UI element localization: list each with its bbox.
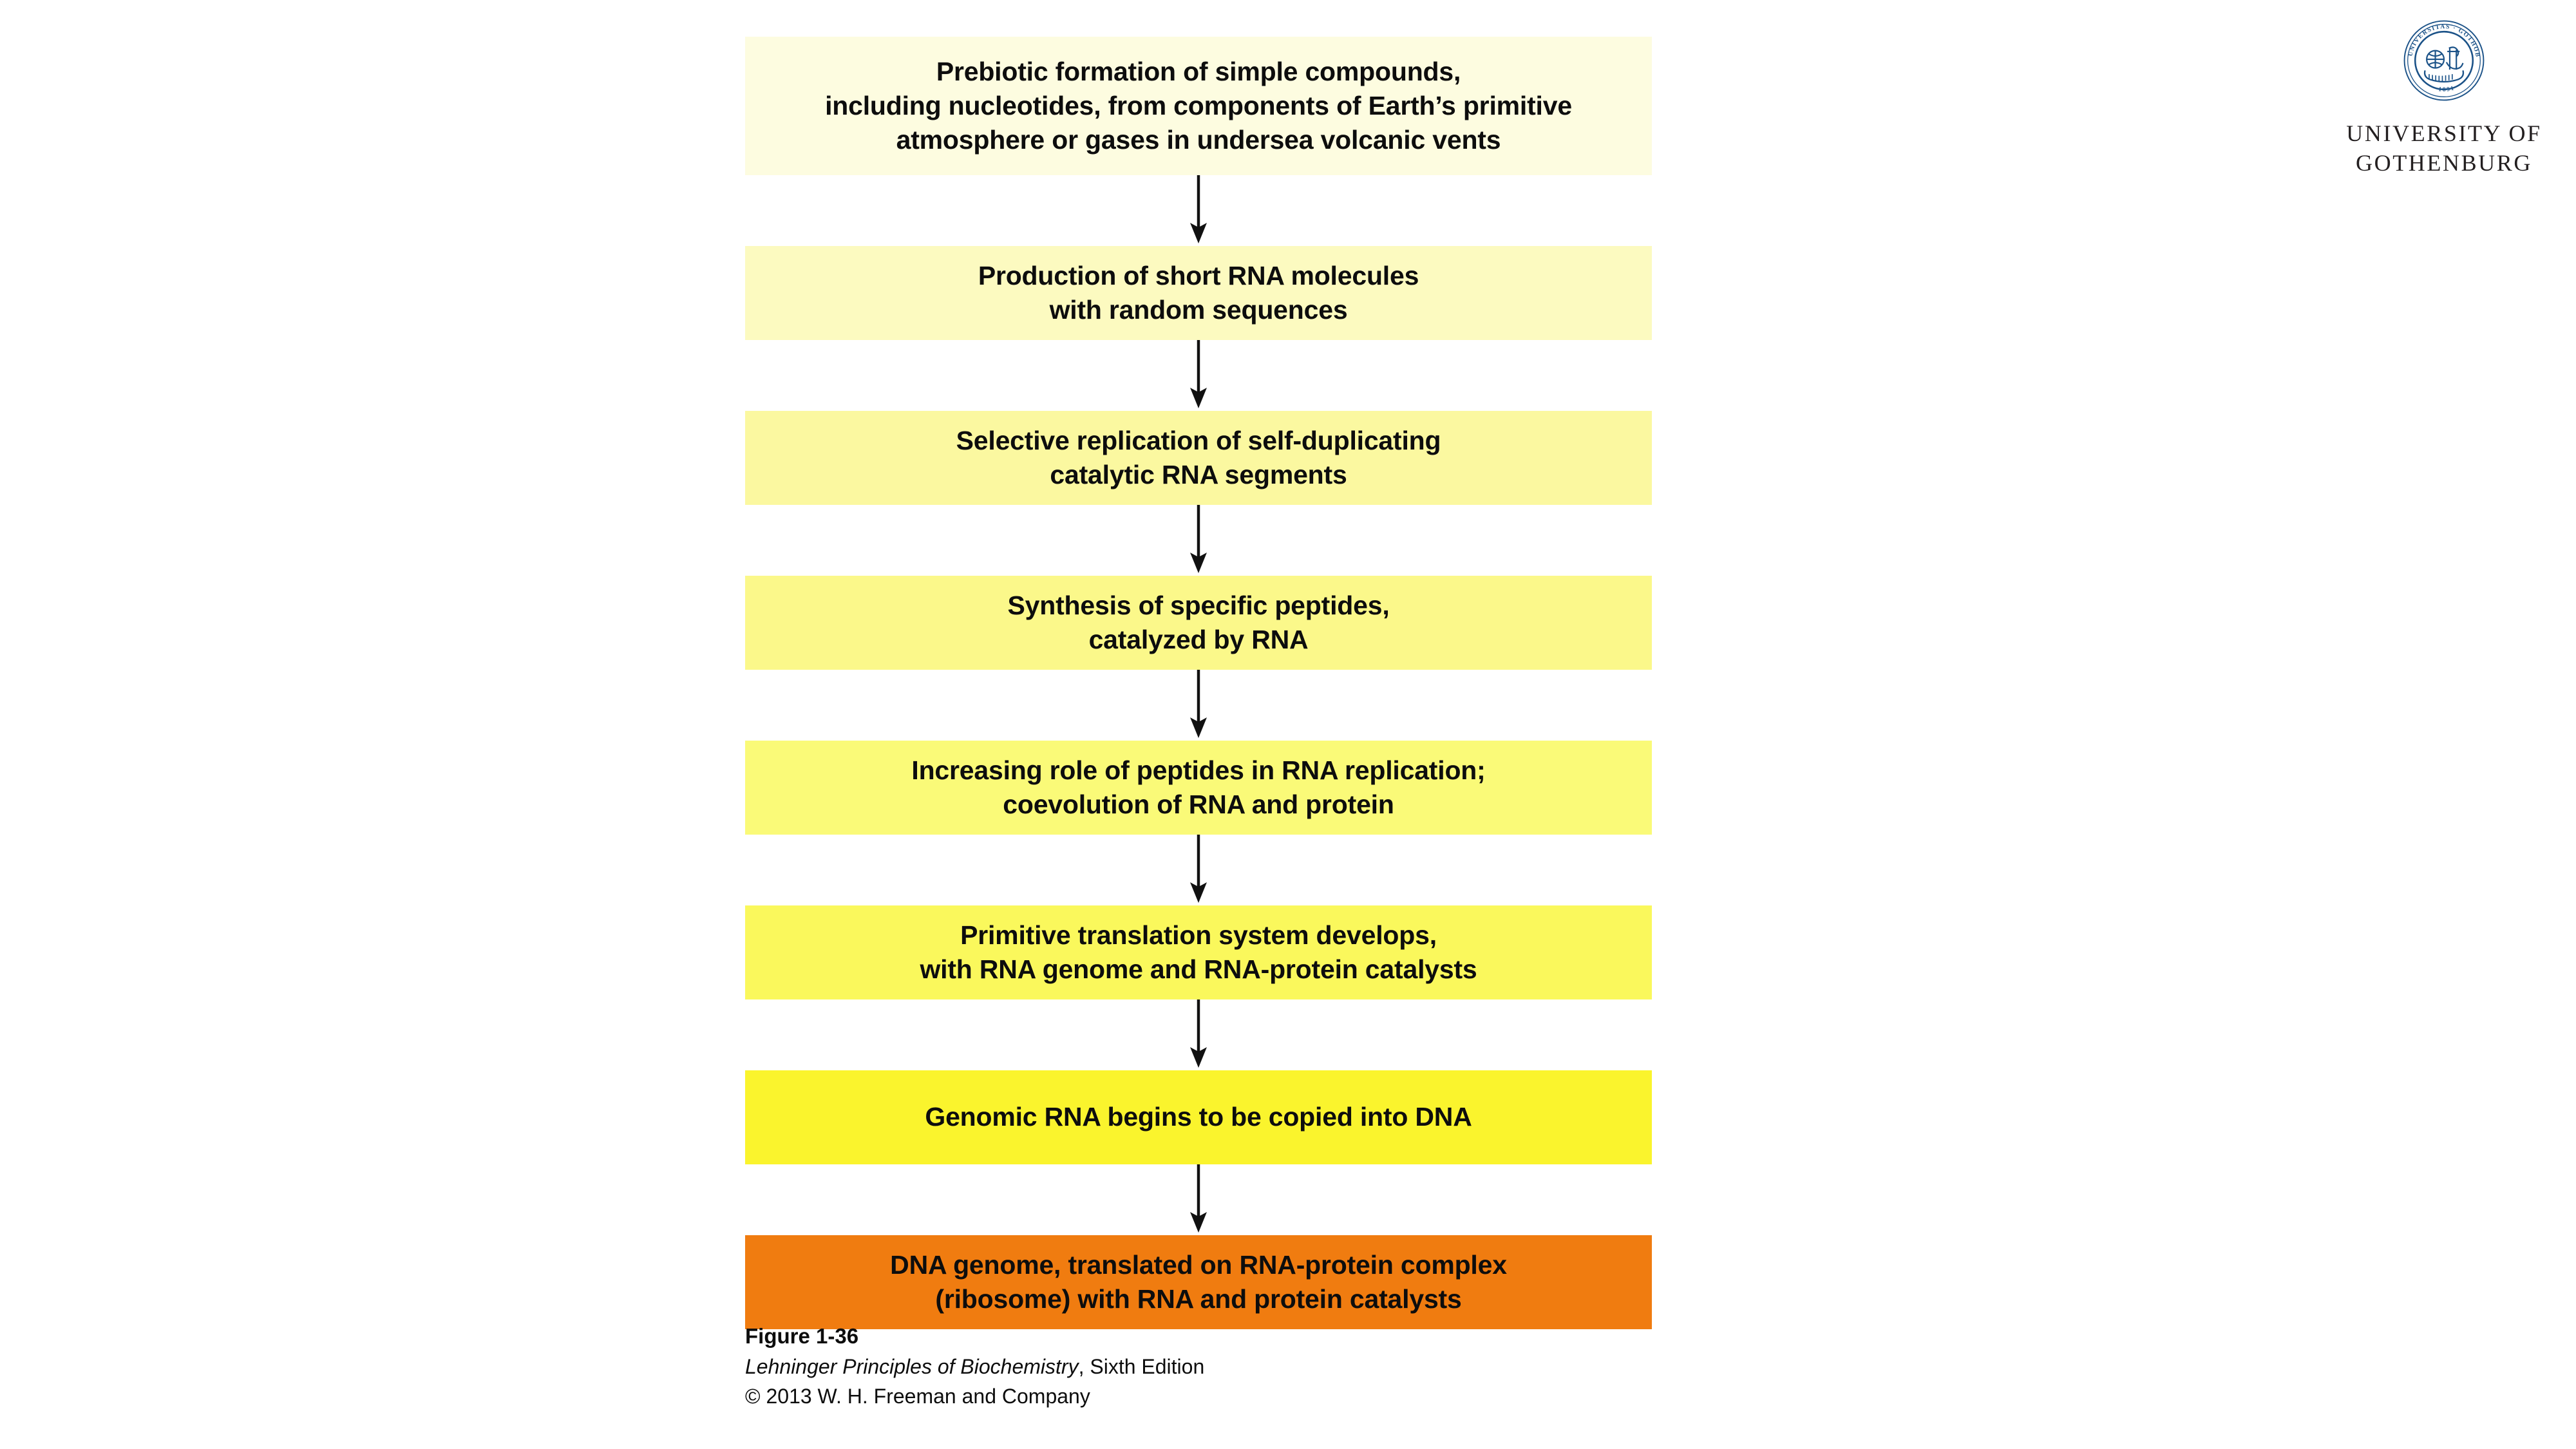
figure-copyright: © 2013 W. H. Freeman and Company xyxy=(745,1384,1090,1408)
flow-step-5: Increasing role of peptides in RNA repli… xyxy=(745,741,1652,835)
flow-step-4: Synthesis of specific peptides, catalyze… xyxy=(745,576,1652,670)
flow-step-8: DNA genome, translated on RNA-protein co… xyxy=(745,1235,1652,1329)
flow-arrow-1-2 xyxy=(745,175,1652,246)
flow-arrow-5-6 xyxy=(745,835,1652,905)
university-logo: UNIVERSITAS · GOTHOBURGENSIS · 1891 · UN… xyxy=(2338,19,2550,178)
flowchart: Prebiotic formation of simple compounds,… xyxy=(745,37,1652,1329)
flow-arrow-6-7 xyxy=(745,999,1652,1070)
down-arrow-icon xyxy=(1190,175,1207,243)
down-arrow-icon xyxy=(1190,835,1207,903)
figure-caption: Figure 1-36 Lehninger Principles of Bioc… xyxy=(745,1321,1204,1411)
flow-arrow-7-8 xyxy=(745,1164,1652,1235)
flow-step-3: Selective replication of self-duplicatin… xyxy=(745,411,1652,505)
university-wordmark: UNIVERSITY OF GOTHENBURG xyxy=(2346,120,2542,176)
flow-arrow-4-5 xyxy=(745,670,1652,741)
figure-number: Figure 1-36 xyxy=(745,1324,859,1348)
flow-step-6: Primitive translation system develops, w… xyxy=(745,905,1652,999)
flow-arrow-3-4 xyxy=(745,505,1652,576)
svg-text:· 1891 ·: · 1891 · xyxy=(2432,82,2462,93)
down-arrow-icon xyxy=(1190,340,1207,408)
down-arrow-icon xyxy=(1190,999,1207,1068)
flow-step-2: Production of short RNA molecules with r… xyxy=(745,246,1652,340)
down-arrow-icon xyxy=(1190,1164,1207,1233)
figure-source: Lehninger Principles of Biochemistry, Si… xyxy=(745,1352,1204,1381)
figure-source-title: Lehninger Principles of Biochemistry xyxy=(745,1354,1079,1378)
figure-source-edition: , Sixth Edition xyxy=(1078,1354,1205,1378)
down-arrow-icon xyxy=(1190,505,1207,573)
flow-step-1: Prebiotic formation of simple compounds,… xyxy=(745,37,1652,175)
svg-text:UNIVERSITAS · GOTHOBURGENSIS: UNIVERSITAS · GOTHOBURGENSIS xyxy=(2403,19,2481,58)
university-seal-icon: UNIVERSITAS · GOTHOBURGENSIS · 1891 · xyxy=(2403,19,2485,101)
flow-step-7: Genomic RNA begins to be copied into DNA xyxy=(745,1070,1652,1164)
flow-arrow-2-3 xyxy=(745,340,1652,411)
down-arrow-icon xyxy=(1190,670,1207,738)
